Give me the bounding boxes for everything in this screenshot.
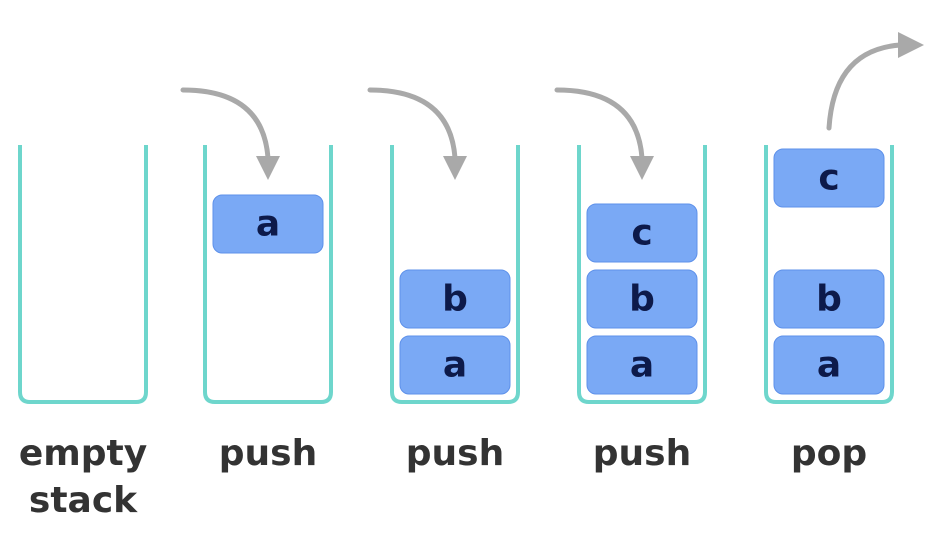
- stack-block-shape: [773, 148, 885, 208]
- stack-step: a push: [180, 87, 333, 474]
- stack-block-shape: [586, 269, 698, 329]
- stack-step: abc push: [554, 87, 707, 474]
- stack-caption: empty: [19, 433, 147, 474]
- stack-block-shape: [773, 335, 885, 395]
- stack-block-label: b: [629, 279, 655, 320]
- stack-block-shape: [399, 269, 511, 329]
- stack-caption: push: [219, 433, 317, 474]
- stack-block-label: b: [816, 279, 842, 320]
- stack-block: b: [586, 269, 698, 329]
- stack-block-label: a: [443, 345, 467, 386]
- stack-caption: stack: [29, 480, 138, 521]
- curved-down-arrow-icon: [554, 87, 654, 180]
- stack-block-shape: [212, 194, 324, 254]
- stack-block-shape: [586, 203, 698, 263]
- stack-block-label: a: [256, 204, 280, 245]
- stack-caption: pop: [791, 433, 867, 474]
- stack-block: a: [773, 335, 885, 395]
- stack-block: b: [399, 269, 511, 329]
- stack-container: [764, 145, 894, 404]
- curved-up-arrow-icon: [826, 32, 924, 131]
- stack-container: [577, 145, 707, 404]
- stack-block: b: [773, 269, 885, 329]
- stack-block-shape: [773, 269, 885, 329]
- curved-down-arrow-icon: [180, 87, 280, 180]
- stack-block: a: [212, 194, 324, 254]
- stack-block-shape: [586, 335, 698, 395]
- stack-caption: push: [593, 433, 691, 474]
- stack-step: empty stack: [18, 145, 148, 521]
- stack-block-shape: [399, 335, 511, 395]
- stack-caption: push: [406, 433, 504, 474]
- stack-block: a: [586, 335, 698, 395]
- stack-container: [203, 145, 333, 404]
- stack-block-label: c: [631, 213, 652, 254]
- curved-down-arrow-icon: [367, 87, 467, 180]
- stack-container: [18, 145, 148, 404]
- stack-block: c: [586, 203, 698, 263]
- stack-block-label: c: [818, 158, 839, 199]
- stack-step: ab push: [367, 87, 520, 474]
- stack-block-label: a: [817, 345, 841, 386]
- stack-step: ab c pop: [764, 32, 924, 474]
- stack-block: a: [399, 335, 511, 395]
- stack-block: c: [773, 148, 885, 208]
- stack-container: [390, 145, 520, 404]
- stack-block-label: b: [442, 279, 468, 320]
- stack-block-label: a: [630, 345, 654, 386]
